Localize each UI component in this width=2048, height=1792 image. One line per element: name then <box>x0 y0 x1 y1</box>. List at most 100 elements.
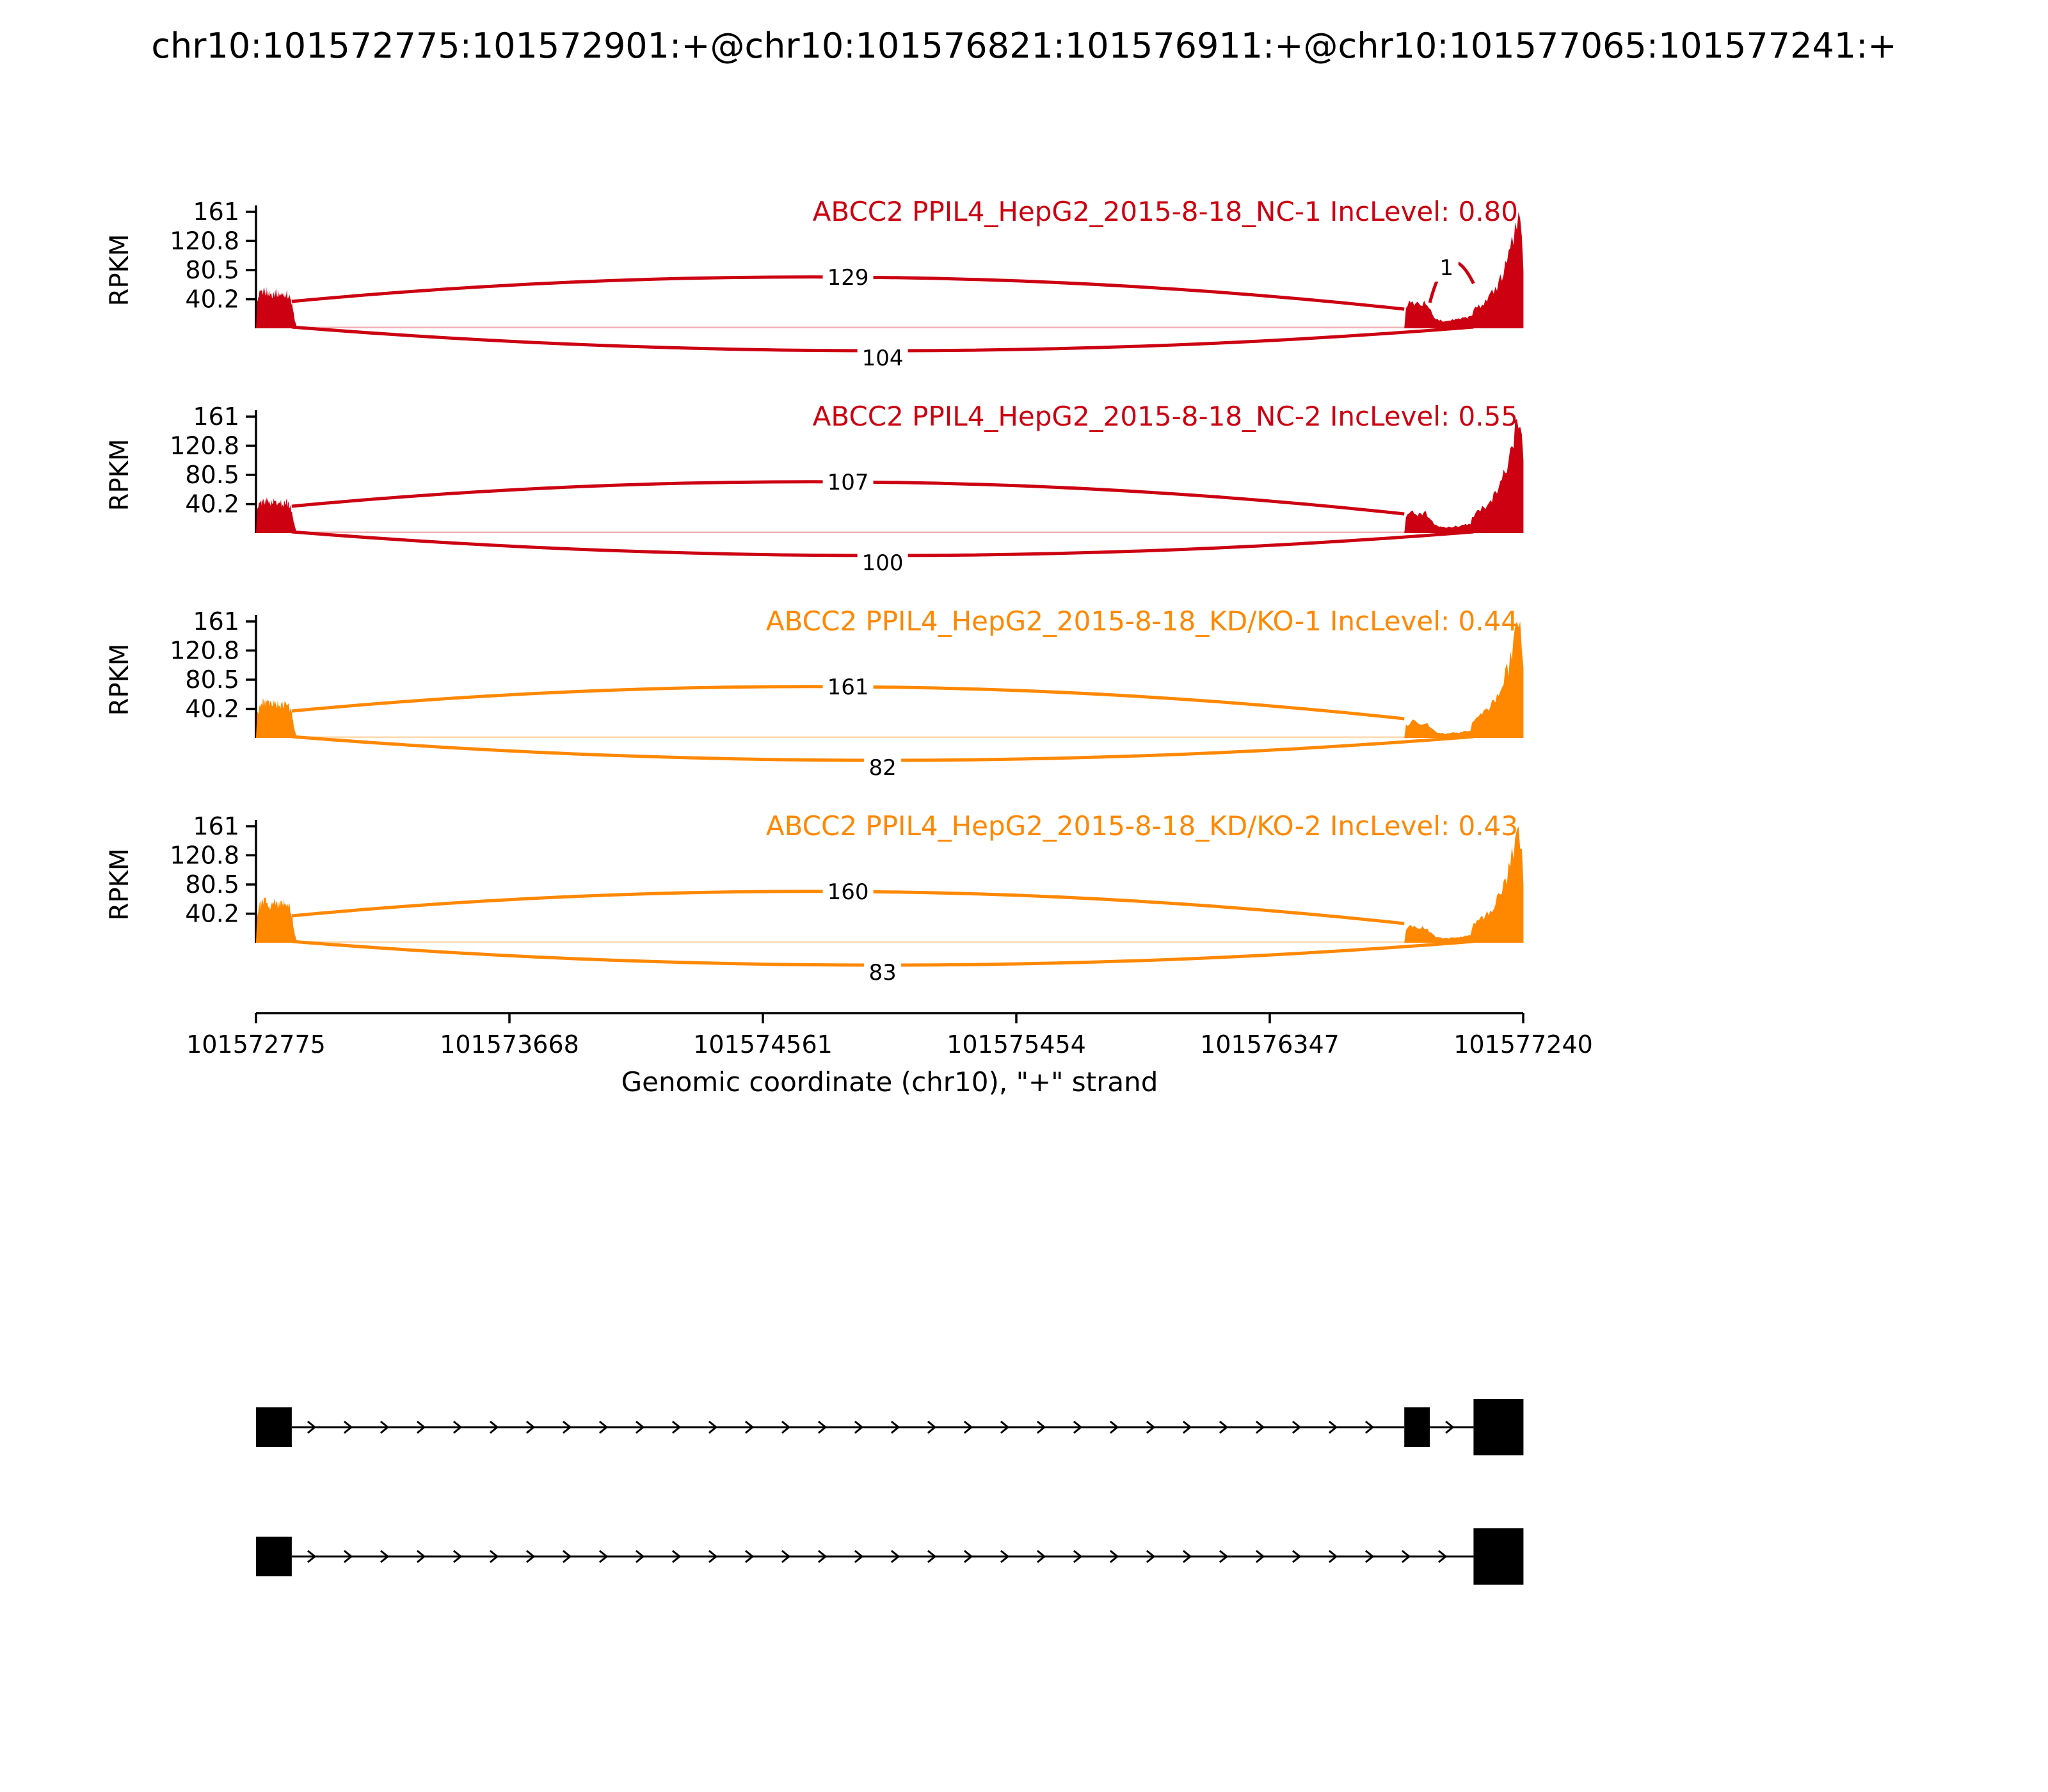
y-axis-tick-label: 40.2 <box>185 900 239 928</box>
intron-arrow <box>525 1549 536 1564</box>
intron-arrow <box>1073 1420 1083 1434</box>
intron-arrow <box>1109 1549 1119 1564</box>
intron-arrow <box>380 1420 390 1434</box>
intron-arrow <box>343 1420 353 1434</box>
intron-arrow <box>1146 1420 1156 1434</box>
coverage-left-exon <box>256 287 298 328</box>
exon-box <box>256 1537 292 1576</box>
intron-arrow <box>1292 1420 1302 1434</box>
track-title: ABCC2 PPIL4_HepG2_2015-8-18_NC-2 IncLeve… <box>813 401 1518 432</box>
intron-arrow <box>744 1549 755 1564</box>
intron-arrow <box>598 1420 609 1434</box>
intron-arrow <box>1036 1549 1046 1564</box>
junction-count-label: 100 <box>862 550 904 576</box>
track-title: ABCC2 PPIL4_HepG2_2015-8-18_NC-1 IncLeve… <box>813 196 1518 227</box>
y-axis-tick-label: 80.5 <box>185 870 239 899</box>
y-axis-tick-label: 120.8 <box>170 841 239 869</box>
coverage-right-exons <box>1404 826 1524 943</box>
junction-count-label: 161 <box>828 675 869 700</box>
y-axis-tick-label: 120.8 <box>170 636 239 664</box>
transcript-inclusion <box>256 1399 1524 1455</box>
exon-box <box>1473 1528 1524 1585</box>
intron-arrow <box>1255 1420 1265 1434</box>
intron-arrow <box>598 1549 609 1564</box>
plot-title: chr10:101572775:101572901:+@chr10:101576… <box>151 26 1897 66</box>
junction-count-label: 82 <box>869 755 897 781</box>
x-axis-tick-label: 101577240 <box>1453 1030 1593 1059</box>
intron-arrow <box>1109 1420 1119 1434</box>
intron-arrow <box>817 1420 828 1434</box>
intron-arrow <box>671 1549 682 1564</box>
intron-arrow <box>416 1549 426 1564</box>
intron-arrow <box>1036 1420 1046 1434</box>
intron-arrow <box>1182 1549 1192 1564</box>
intron-arrow <box>781 1420 791 1434</box>
intron-arrow <box>416 1420 426 1434</box>
junction-count-bg <box>822 468 874 496</box>
y-axis-title: RPKM <box>105 234 134 307</box>
intron-arrow <box>1000 1549 1010 1564</box>
x-axis-title: Genomic coordinate (chr10), "+" strand <box>621 1066 1158 1098</box>
junction-count-bg <box>864 958 902 986</box>
intron-arrow <box>854 1420 864 1434</box>
intron-arrow <box>1292 1549 1302 1564</box>
intron-arrow <box>854 1549 864 1564</box>
junction-count-label: 104 <box>862 346 904 371</box>
junction-count-bg <box>822 877 874 906</box>
intron-arrow <box>380 1549 390 1564</box>
coverage-left-exon <box>256 698 298 738</box>
coverage-baseline-noise <box>256 736 1523 738</box>
track-title: ABCC2 PPIL4_HepG2_2015-8-18_KD/KO-1 IncL… <box>766 605 1518 637</box>
junction-count-bg <box>857 548 908 577</box>
transcript-skipping <box>256 1528 1524 1585</box>
x-axis-tick-label: 101576347 <box>1200 1030 1340 1059</box>
intron-arrow <box>452 1549 463 1564</box>
coverage-right-exons <box>1404 419 1524 533</box>
y-axis-tick-label: 80.5 <box>185 461 239 489</box>
intron-arrow <box>307 1549 317 1564</box>
coverage-left-exon <box>256 497 298 533</box>
x-axis-tick-label: 101573668 <box>440 1030 579 1059</box>
intron-arrow <box>1445 1420 1455 1434</box>
intron-arrow <box>963 1420 973 1434</box>
intron-arrow <box>452 1420 463 1434</box>
junction-count-label: 160 <box>828 879 869 905</box>
intron-arrow <box>1182 1420 1192 1434</box>
intron-arrow <box>1000 1420 1010 1434</box>
intron-arrow <box>890 1420 900 1434</box>
junction-count-label: 107 <box>828 470 869 495</box>
coverage-baseline-noise <box>256 326 1523 328</box>
y-axis-tick-label: 120.8 <box>170 431 239 460</box>
intron-arrow <box>1255 1549 1265 1564</box>
intron-arrow <box>343 1549 353 1564</box>
junction-count-label: 1 <box>1439 255 1453 281</box>
y-axis-tick-label: 40.2 <box>185 285 239 314</box>
intron-arrow <box>1401 1549 1411 1564</box>
intron-arrow <box>927 1420 937 1434</box>
coverage-baseline-noise <box>256 531 1523 533</box>
junction-count-bg <box>857 344 908 372</box>
coverage-right-exons <box>1404 212 1524 328</box>
y-axis-tick-label: 80.5 <box>185 256 239 284</box>
intron-arrow <box>1364 1420 1375 1434</box>
intron-arrow <box>562 1549 572 1564</box>
y-axis-tick-label: 161 <box>193 607 239 636</box>
y-axis-tick-label: 120.8 <box>170 227 239 255</box>
intron-arrow <box>890 1549 900 1564</box>
y-axis-tick-label: 40.2 <box>185 695 239 723</box>
y-axis-tick-label: 80.5 <box>185 666 239 694</box>
intron-arrow <box>1328 1420 1338 1434</box>
intron-arrow <box>489 1549 499 1564</box>
exon-box <box>1473 1399 1524 1455</box>
y-axis-title: RPKM <box>105 439 134 511</box>
coverage-right-exons <box>1404 621 1524 738</box>
intron-arrow <box>562 1420 572 1434</box>
junction-count-bg <box>822 263 874 291</box>
y-axis-tick-label: 40.2 <box>185 490 239 518</box>
track-title: ABCC2 PPIL4_HepG2_2015-8-18_KD/KO-2 IncL… <box>766 810 1518 842</box>
intron-arrow <box>781 1549 791 1564</box>
intron-arrow <box>927 1549 937 1564</box>
